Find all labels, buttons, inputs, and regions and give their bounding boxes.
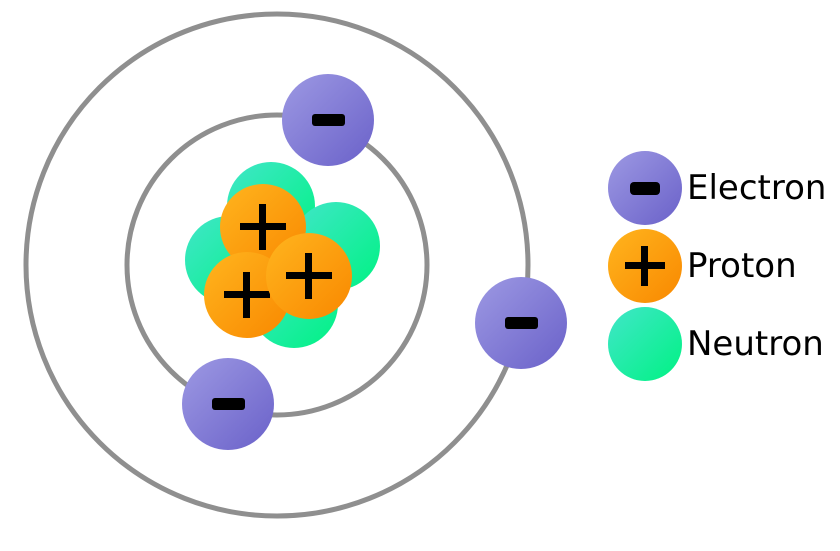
proton-icon (608, 229, 682, 303)
legend-item-neutron: Neutron (608, 307, 826, 381)
neutron-icon (608, 307, 682, 381)
plus-icon (224, 272, 270, 318)
legend-label-proton: Proton (687, 246, 797, 286)
plus-icon (286, 253, 332, 299)
minus-icon (630, 181, 660, 195)
legend-item-electron: Electron (608, 151, 826, 225)
outer-orbit-ring (23, 11, 531, 519)
electron (475, 277, 567, 369)
plus-icon (240, 204, 286, 250)
minus-icon (504, 317, 538, 329)
minus-icon (311, 114, 345, 126)
plus-icon (625, 246, 665, 286)
electron-icon (608, 151, 682, 225)
legend-label-electron: Electron (687, 168, 827, 208)
minus-icon (211, 398, 245, 410)
legend: Electron Proton Neutron (608, 151, 826, 385)
electron (282, 74, 374, 166)
electron (182, 358, 274, 450)
legend-item-proton: Proton (608, 229, 826, 303)
proton (266, 233, 352, 319)
legend-label-neutron: Neutron (687, 324, 824, 364)
inner-orbit-ring (124, 112, 430, 418)
